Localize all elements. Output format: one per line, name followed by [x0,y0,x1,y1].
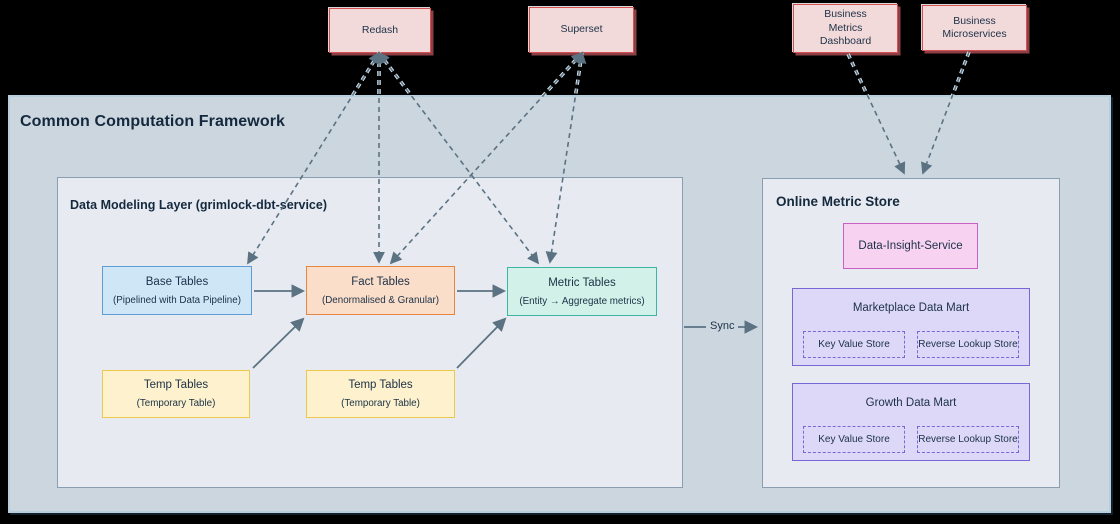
bmd-label-line2: Metrics [828,21,863,34]
growth-stores-row: Key Value Store Reverse Lookup Store [803,426,1019,453]
base-tables-label: Base Tables [145,275,209,288]
temp-tables-sublabel: (Temporary Table) [136,398,216,409]
fact-tables-node: Fact Tables (Denormalised & Granular) [306,266,455,315]
data-insight-service-node: Data-Insight-Service [843,223,978,269]
temp-tables-label: Temp Tables [348,379,413,391]
data-modeling-layer-title: Data Modeling Layer (grimlock-dbt-servic… [70,198,328,212]
reverse-lookup-store-node: Reverse Lookup Store [917,426,1019,453]
redash-node: Redash [329,8,431,53]
superset-node: Superset [529,7,634,53]
data-modeling-layer-panel: Data Modeling Layer (grimlock-dbt-servic… [57,177,683,488]
superset-label: Superset [560,23,603,36]
key-value-store-node: Key Value Store [803,331,905,358]
marketplace-data-mart-label: Marketplace Data Mart [852,302,970,314]
fact-tables-sublabel: (Denormalised & Granular) [321,294,440,306]
base-tables-sublabel: (Pipelined with Data Pipeline) [113,294,241,306]
marketplace-stores-row: Key Value Store Reverse Lookup Store [803,331,1019,358]
metric-tables-sublabel: (Entity → Aggregate metrics) [519,295,645,307]
bms-label-line2: Microservices [942,28,1007,40]
base-tables-node: Base Tables (Pipelined with Data Pipelin… [102,266,252,315]
metric-tables-label: Metric Tables [548,276,616,289]
growth-data-mart-node: Growth Data Mart Key Value Store Reverse… [792,383,1030,461]
online-metric-store-title: Online Metric Store [776,194,900,209]
temp-tables-node-1: Temp Tables (Temporary Table) [102,370,250,418]
reverse-lookup-store-node: Reverse Lookup Store [917,331,1019,358]
fact-tables-label: Fact Tables [351,275,410,288]
bms-label-line1: Business [953,14,996,27]
key-value-store-node: Key Value Store [803,426,905,453]
business-metrics-dashboard-node: Business Metrics Dashboard [793,4,898,53]
metric-tables-node: Metric Tables (Entity → Aggregate metric… [507,267,657,316]
framework-title: Common Computation Framework [20,113,286,130]
bmd-label-line1: Business [824,8,867,21]
redash-label: Redash [361,23,399,36]
temp-tables-label: Temp Tables [143,379,209,391]
bmd-label-line3: Dashboard [819,35,872,48]
marketplace-data-mart-node: Marketplace Data Mart Key Value Store Re… [792,288,1030,366]
temp-tables-sublabel: (Temporary Table) [341,398,420,409]
sync-edge-label: Sync [706,320,739,332]
business-microservices-node: Business Microservices [922,5,1027,51]
growth-data-mart-label: Growth Data Mart [865,397,957,409]
data-insight-service-label: Data-Insight-Service [858,240,963,252]
temp-tables-node-2: Temp Tables (Temporary Table) [306,370,455,418]
